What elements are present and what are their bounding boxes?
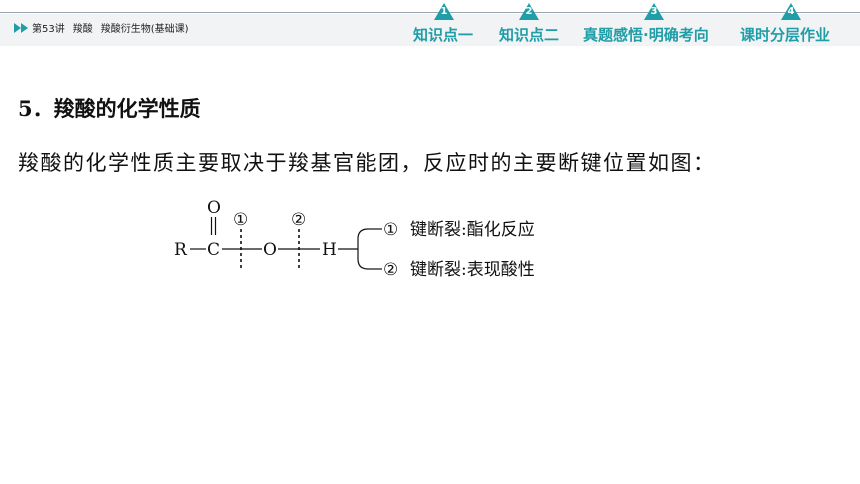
bracket-text-1: 键断裂:酯化反应 — [410, 220, 535, 240]
atom-o-mid-label: O — [263, 240, 277, 260]
atom-c-label: C — [207, 240, 220, 260]
tab-number-badge-3[interactable]: 3 — [644, 3, 664, 20]
atom-h-label: H — [322, 240, 337, 260]
double-arrow-icon — [14, 22, 28, 33]
break-marker-2: ② — [291, 210, 306, 230]
atom-r-label: R — [174, 240, 188, 260]
tab-label: 真题感悟·明确考向 — [583, 26, 709, 44]
carboxyl-bond-diagram: R C O ① O ② H ① 键断裂:酯化反应 ② 键断裂:表现酸性 — [174, 198, 535, 280]
tab-number-badge-2[interactable]: 2 — [519, 3, 539, 20]
section-title: 5．羧酸的化学性质 — [18, 96, 201, 121]
tab-number-badge-1[interactable]: 1 — [434, 3, 454, 20]
bracket-text-2: 键断裂:表现酸性 — [410, 260, 535, 280]
breadcrumb-subtitle: 羧酸衍生物(基础课) — [100, 24, 189, 35]
breadcrumb-lecture: 第53讲 — [32, 24, 65, 35]
break-marker-1: ① — [233, 210, 248, 230]
tab-number-badge-4[interactable]: 4 — [781, 3, 801, 20]
tab-knowledge-point-1[interactable]: 知识点一 — [413, 24, 473, 45]
header-bar: 第53讲 羧酸 羧酸衍生物(基础课) 知识点一 1 知识点二 2 真题感悟·明确… — [0, 0, 860, 48]
tab-exam-insight[interactable]: 真题感悟·明确考向 — [583, 24, 709, 45]
atom-o-top-label: O — [207, 198, 221, 218]
bracket-marker-2: ② — [383, 260, 398, 280]
body-paragraph: 羧酸的化学性质主要取决于羧基官能团，反应时的主要断键位置如图： — [18, 151, 716, 175]
breadcrumb: 第53讲 羧酸 羧酸衍生物(基础课) — [14, 20, 189, 35]
header-divider — [0, 12, 860, 13]
bracket — [357, 228, 369, 270]
bracket-marker-1: ① — [383, 220, 398, 240]
tab-label: 知识点一 — [413, 26, 474, 44]
tab-label: 知识点二 — [499, 26, 560, 44]
tab-label: 课时分层作业 — [740, 26, 831, 44]
header-band — [0, 14, 860, 46]
breadcrumb-topic: 羧酸 — [72, 24, 93, 35]
tab-homework[interactable]: 课时分层作业 — [740, 24, 830, 45]
tab-knowledge-point-2[interactable]: 知识点二 — [499, 24, 559, 45]
